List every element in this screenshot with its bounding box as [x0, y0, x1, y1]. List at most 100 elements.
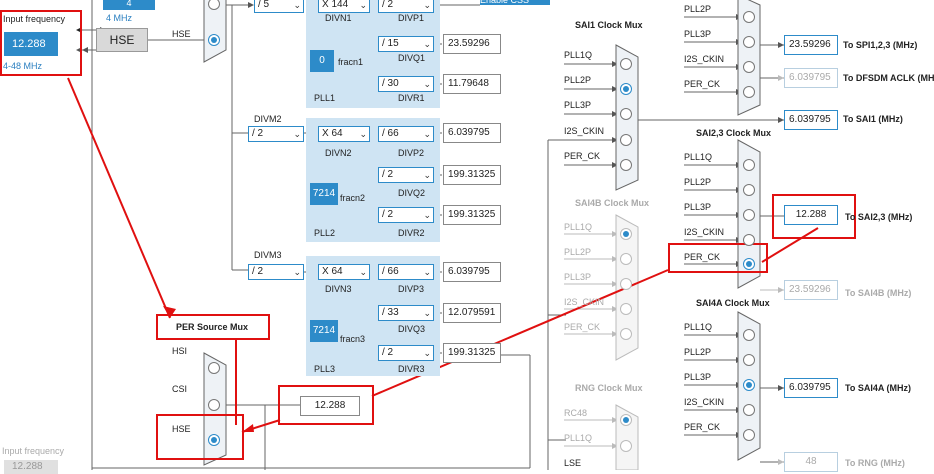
sai1-opt-i2s-ckin: I2S_CKIN: [564, 126, 605, 136]
sai23-radio-pll3p[interactable]: [743, 209, 755, 221]
divp1-select[interactable]: / 2⌄: [378, 0, 434, 13]
sai23-radio-i2s-ckin[interactable]: [743, 234, 755, 246]
rng-output[interactable]: 48: [784, 452, 838, 472]
fracn2-field[interactable]: 7214: [310, 183, 338, 205]
sai4a-radio-pll2p[interactable]: [743, 354, 755, 366]
sai23-output-label: To SAI2,3 (MHz): [845, 212, 913, 222]
divq1-label: DIVQ1: [398, 53, 426, 63]
divr3-select[interactable]: / 2⌄: [378, 345, 434, 361]
chevron-down-icon: ⌄: [423, 0, 431, 10]
sai23-radio-per-ck[interactable]: [743, 258, 755, 270]
divm2-select[interactable]: / 2⌄: [248, 126, 304, 142]
divq2-label: DIVQ2: [398, 188, 426, 198]
spi-radio-pll2p[interactable]: [743, 11, 755, 23]
dfsdm-output[interactable]: 6.039795: [784, 68, 838, 88]
sai23-mux-title: SAI2,3 Clock Mux: [696, 128, 772, 138]
sai4b-output[interactable]: 23.59296: [784, 280, 838, 300]
divq3-select[interactable]: / 33⌄: [378, 305, 434, 321]
chevron-down-icon: ⌄: [359, 267, 367, 277]
sai4b-radio-i2s-ckin[interactable]: [620, 303, 632, 315]
sai4a-output-label: To SAI4A (MHz): [845, 383, 911, 393]
sai23-opt-pll1q: PLL1Q: [684, 152, 713, 162]
input-frequency-field[interactable]: 12.288: [4, 32, 58, 56]
sai1-radio-pll3p[interactable]: [620, 108, 632, 120]
divn2-select[interactable]: X 64⌄: [318, 126, 370, 142]
sai4a-radio-per-ck[interactable]: [743, 429, 755, 441]
chevron-down-icon: ⌄: [423, 129, 431, 139]
spi-radio-per-ck[interactable]: [743, 86, 755, 98]
pll2-label: PLL2: [314, 228, 336, 238]
fracn3-label: fracn3: [340, 334, 366, 344]
sai4a-opt-pll1q: PLL1Q: [684, 322, 713, 332]
hsi-divider-value[interactable]: 4: [103, 0, 155, 10]
sai23-opt-i2s-ckin: I2S_CKIN: [684, 227, 725, 237]
sai1-radio-pll1q[interactable]: [620, 58, 632, 70]
sai4a-output[interactable]: 6.039795: [784, 378, 838, 398]
input-frequency-bottom-field[interactable]: 12.288: [4, 460, 58, 474]
sai4b-radio-pll1q[interactable]: [620, 228, 632, 240]
divq2-select[interactable]: / 2⌄: [378, 167, 434, 183]
sai4b-radio-pll3p[interactable]: [620, 278, 632, 290]
spi-opt-per-ck: PER_CK: [684, 79, 721, 89]
per-ck-output[interactable]: 12.288: [300, 396, 360, 416]
pll2-p-output[interactable]: 6.039795: [443, 123, 501, 143]
divn2-label: DIVN2: [325, 148, 352, 158]
divr3-label: DIVR3: [398, 364, 425, 374]
divp3-select[interactable]: / 66⌄: [378, 264, 434, 280]
pll3-q-output[interactable]: 12.079591: [443, 303, 501, 323]
per-mux-hse-highlight: [156, 414, 244, 460]
spi-radio-i2s-ckin[interactable]: [743, 61, 755, 73]
fracn1-label: fracn1: [338, 57, 364, 67]
dfsdm-output-label: To DFSDM ACLK (MHz): [843, 73, 934, 83]
sai1-radio-per-ck[interactable]: [620, 159, 632, 171]
per-mux-opt-hse: HSE: [172, 424, 191, 434]
fracn3-field[interactable]: 7214: [310, 320, 338, 342]
sai4b-radio-per-ck[interactable]: [620, 328, 632, 340]
sai4a-radio-pll3p[interactable]: [743, 379, 755, 391]
per-mux-radio-hsi[interactable]: [208, 362, 220, 374]
divr2-select[interactable]: / 2⌄: [378, 207, 434, 223]
pll2-q-output[interactable]: 199.31325: [443, 165, 501, 185]
divr1-label: DIVR1: [398, 93, 425, 103]
divm1-select[interactable]: / 5⌄: [254, 0, 304, 13]
sai23-per-ck-highlight: [668, 243, 768, 273]
sai1-opt-per-ck: PER_CK: [564, 151, 601, 161]
fracn1-field[interactable]: 0: [310, 50, 334, 72]
sai23-radio-pll1q[interactable]: [743, 159, 755, 171]
spi-output[interactable]: 23.59296: [784, 35, 838, 55]
sai4a-mux-title: SAI4A Clock Mux: [696, 298, 770, 308]
sai4a-radio-pll1q[interactable]: [743, 329, 755, 341]
per-mux-radio-csi[interactable]: [208, 399, 220, 411]
sai1-radio-pll2p[interactable]: [620, 83, 632, 95]
pll3-p-output[interactable]: 6.039795: [443, 262, 501, 282]
per-mux-radio-hse[interactable]: [208, 434, 220, 446]
sai23-opt-pll3p: PLL3P: [684, 202, 712, 212]
divn1-select[interactable]: X 144⌄: [318, 0, 370, 13]
rng-radio-rc48[interactable]: [620, 414, 632, 426]
sai1-opt-pll2p: PLL2P: [564, 75, 592, 85]
divr1-select[interactable]: / 30⌄: [378, 76, 434, 92]
sai4b-radio-pll2p[interactable]: [620, 253, 632, 265]
sai23-output[interactable]: 12.288: [784, 205, 838, 225]
enable-css-button[interactable]: Enable CSS: [480, 0, 550, 5]
divm3-select[interactable]: / 2⌄: [248, 264, 304, 280]
sai4a-opt-per-ck: PER_CK: [684, 422, 721, 432]
divn3-label: DIVN3: [325, 284, 352, 294]
sai23-radio-pll2p[interactable]: [743, 184, 755, 196]
divp2-select[interactable]: / 66⌄: [378, 126, 434, 142]
hse-oscillator-block[interactable]: HSE: [96, 28, 148, 52]
pll1-q-output[interactable]: 23.59296: [443, 34, 501, 54]
rng-radio-pll1q[interactable]: [620, 440, 632, 452]
pll-source-radio-hsi[interactable]: [208, 0, 220, 10]
pll3-r-output[interactable]: 199.31325: [443, 343, 501, 363]
sai1-output[interactable]: 6.039795: [784, 110, 838, 130]
divq1-select[interactable]: / 15⌄: [378, 36, 434, 52]
pll2-r-output[interactable]: 199.31325: [443, 205, 501, 225]
pll1-r-output[interactable]: 11.79648: [443, 74, 501, 94]
spi-radio-pll3p[interactable]: [743, 36, 755, 48]
divn3-select[interactable]: X 64⌄: [318, 264, 370, 280]
sai4a-radio-i2s-ckin[interactable]: [743, 404, 755, 416]
pll-source-radio-hse[interactable]: [208, 34, 220, 46]
sai1-radio-i2s-ckin[interactable]: [620, 134, 632, 146]
sai4a-opt-pll3p: PLL3P: [684, 372, 712, 382]
